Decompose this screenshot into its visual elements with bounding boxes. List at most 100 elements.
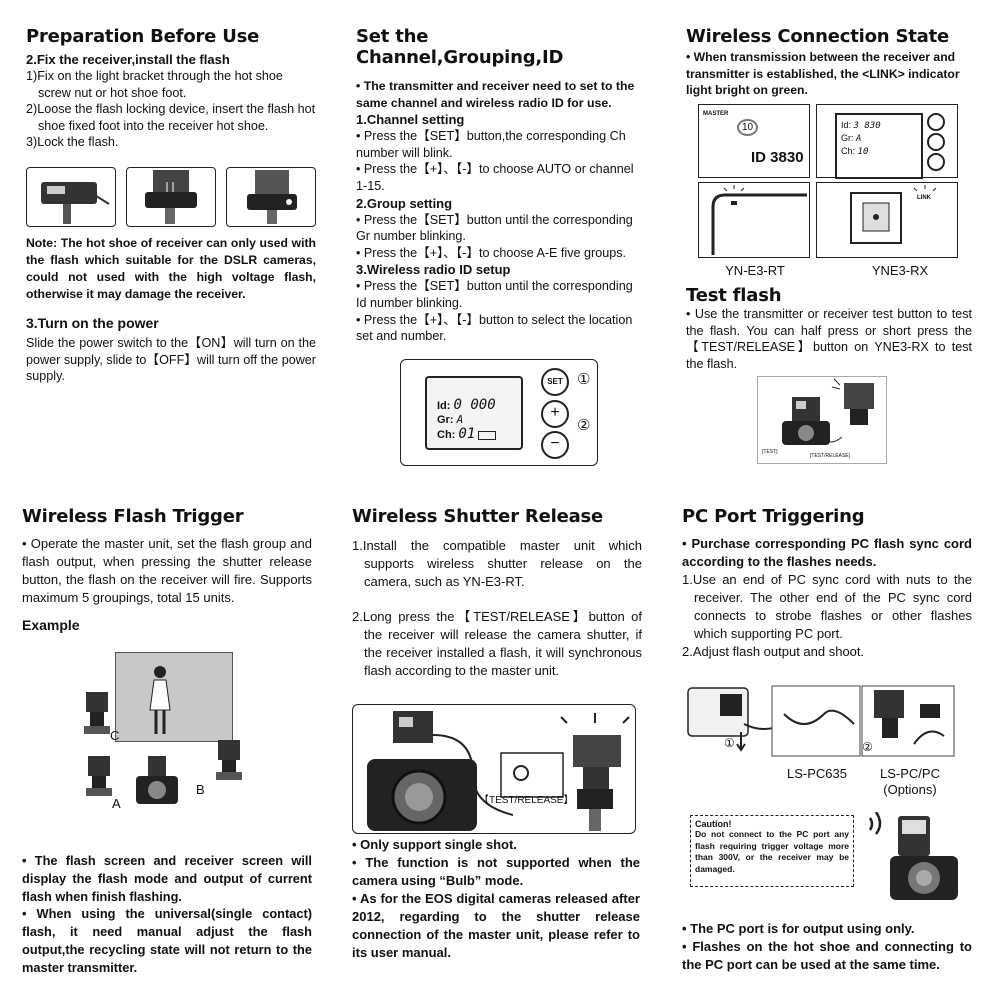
- pc-port-illustration: ① ② LS-PC635 LS-PC/PC (Options): [684, 684, 958, 797]
- test-flash-illustration: [TEST] [TEST/RELEASE]: [757, 376, 887, 464]
- install-illustration-2: [126, 166, 216, 227]
- label-test-release: [TEST/RELEASE]: [810, 453, 851, 459]
- receiver-lcd-illustration: Id: 3 830 Gr: A Ch: 10: [816, 104, 958, 179]
- pc-port-note-2: • Flashes on the hot shoe and connecting…: [682, 939, 972, 972]
- channel-step-2: • Press the【+】、【-】to choose AUTO or chan…: [356, 162, 634, 193]
- panel-wireless-state: Wireless Connection State • When transmi…: [686, 26, 972, 106]
- label-yn-e3-rt: YN-E3-RT: [725, 263, 785, 278]
- caution-title: Caution!: [695, 819, 732, 829]
- lcd-ch-value: 01: [458, 426, 476, 442]
- panel-test-flash: Test flash • Use the transmitter or rece…: [686, 285, 972, 375]
- install-illustrations: [26, 166, 316, 235]
- rx-minus-button[interactable]: [927, 153, 945, 171]
- transmitter-id-display: ID 3830: [751, 149, 804, 166]
- pc-port-step-2: 2.Adjust flash output and shoot.: [682, 644, 865, 659]
- rx-plus-button[interactable]: [927, 133, 945, 151]
- caution-text: Do not connect to the PC port any flash …: [695, 829, 849, 874]
- battery-icon: [478, 430, 497, 440]
- shutter-note-1: • Only support single shot.: [352, 837, 517, 852]
- pc-port-step-1: 1.Use an end of PC sync cord with nuts t…: [682, 572, 972, 641]
- pc-callout-1: ①: [724, 736, 735, 750]
- caution-box: Caution! Do not connect to the PC port a…: [690, 815, 854, 887]
- panel-shutter-release: Wireless Shutter Release 1.Install the c…: [352, 506, 642, 702]
- pc-port-note-1: • The PC port is for output using only.: [682, 921, 915, 936]
- id-setting-title: 3.Wireless radio ID setup: [356, 262, 511, 278]
- install-illustration-1: [26, 166, 116, 227]
- lcd-gr-value: A: [456, 413, 464, 426]
- prep-step-3: 3)Lock the flash.: [26, 135, 119, 150]
- transmitter-lcd-illustration: MASTER 10 ID 3830: [698, 104, 810, 178]
- install-illustration-3: [226, 166, 316, 227]
- rx-gr-label: Gr:: [841, 133, 854, 143]
- label-test: [TEST]: [762, 449, 778, 455]
- section-title-wireless-state: Wireless Connection State: [686, 26, 950, 47]
- label-test-release-button: 【TEST/RELEASE】: [479, 795, 574, 806]
- shutter-notes: • Only support single shot. • The functi…: [352, 836, 640, 976]
- wireless-trigger-text: • Operate the master unit, set the flash…: [22, 536, 312, 605]
- wireless-trigger-note-2: • When using the universal(single contac…: [22, 906, 312, 975]
- shutter-note-2: • The function is not supported when the…: [352, 855, 640, 888]
- pc-callout-2: ②: [862, 740, 873, 754]
- channel-intro: • The transmitter and receiver need to s…: [356, 79, 635, 110]
- shutter-note-3: • As for the EOS digital cameras release…: [352, 891, 640, 960]
- group-setting-title: 2.Group setting: [356, 195, 453, 211]
- receiver-lcd-panel: Id: 0 000 Gr: A Ch: 01 SET + − ① ②: [400, 359, 598, 466]
- lcd-id-value: 0 000: [453, 397, 496, 413]
- section-title-pc-port: PC Port Triggering: [682, 506, 865, 527]
- wireless-trigger-notes: • The flash screen and receiver screen w…: [22, 852, 312, 980]
- minus-button[interactable]: −: [541, 431, 569, 459]
- channel-indicator: 10: [737, 119, 759, 136]
- wireless-state-text: • When transmission between the receiver…: [686, 50, 960, 98]
- section-title-preparation: Preparation Before Use: [26, 26, 260, 47]
- group-step-1: • Press the【SET】button until the corresp…: [356, 212, 633, 244]
- multi-flash-example: C A B: [78, 652, 258, 820]
- callout-2: ②: [577, 417, 591, 434]
- channel-step-1: • Press the【SET】button,the corresponding…: [356, 129, 626, 160]
- set-button[interactable]: SET: [541, 368, 569, 396]
- receiver-link-illustration: LINK: [816, 182, 958, 258]
- label-ls-pc-pc: LS-PC/PC: [880, 766, 940, 781]
- prep-step-1: 1)Fix on the light bracket through the h…: [26, 69, 283, 100]
- plus-button[interactable]: +: [541, 400, 569, 428]
- shutter-release-illustration: 【TEST/RELEASE】: [352, 704, 636, 834]
- section-title-test-flash: Test flash: [686, 285, 782, 306]
- transmitter-link-illustration: [698, 182, 810, 258]
- prep-step-2: 2)Loose the flash locking device, insert…: [26, 102, 316, 133]
- group-step-2: • Press the【+】、【-】to choose A-E five gro…: [356, 245, 627, 260]
- callout-1: ①: [577, 371, 591, 388]
- lcd-screen: Id: 0 000 Gr: A Ch: 01: [425, 376, 523, 450]
- subheading-fix-receiver: 2.Fix the receiver,install the flash: [26, 52, 230, 67]
- panel-pc-port: PC Port Triggering • Purchase correspond…: [682, 506, 972, 676]
- label-yne3-rx: YNE3-RX: [871, 263, 929, 278]
- pc-receiver-illustration: [862, 812, 970, 912]
- panel-channel: Set the Channel,Grouping,ID • The transm…: [356, 26, 640, 471]
- rx-ch-value: 10: [857, 147, 869, 157]
- rx-gr-value: A: [856, 134, 862, 144]
- group-label-a: A: [112, 796, 121, 811]
- panel-wireless-trigger: Wireless Flash Trigger • Operate the mas…: [22, 506, 312, 666]
- link-indicator-label: LINK: [917, 195, 931, 201]
- lcd-ch-label: Ch:: [437, 429, 456, 441]
- group-label-c: C: [110, 728, 120, 743]
- lcd-id-label: Id:: [437, 400, 451, 412]
- rx-id-label: Id:: [841, 120, 852, 130]
- shutter-step-1: 1.Install the compatible master unit whi…: [352, 538, 642, 589]
- master-label: MASTER: [703, 111, 729, 117]
- section-title-wireless-trigger: Wireless Flash Trigger: [22, 506, 244, 527]
- example-heading: Example: [22, 617, 80, 633]
- lcd-gr-label: Gr:: [437, 414, 454, 426]
- pc-port-intro: • Purchase corresponding PC flash sync c…: [682, 536, 972, 569]
- channel-setting-title: 1.Channel setting: [356, 112, 465, 128]
- test-flash-text: • Use the transmitter or receiver test b…: [686, 307, 972, 371]
- id-step-1: • Press the【SET】button until the corresp…: [356, 279, 633, 310]
- section-title-channel: Set the Channel,Grouping,ID: [356, 26, 564, 68]
- id-step-2: • Press the【+】、【-】button to select the l…: [356, 312, 633, 344]
- panel-preparation: Preparation Before Use 2.Fix the receive…: [26, 26, 316, 426]
- pc-port-notes: • The PC port is for output using only. …: [682, 920, 972, 976]
- prep-note: Note: The hot shoe of receiver can only …: [26, 235, 316, 301]
- wireless-trigger-note-1: • The flash screen and receiver screen w…: [22, 853, 312, 904]
- rx-set-button[interactable]: [927, 113, 945, 131]
- group-label-b: B: [196, 782, 205, 797]
- rx-id-value: 3 830: [853, 121, 881, 131]
- shutter-step-2: 2.Long press the【TEST/RELEASE】button of …: [352, 609, 642, 678]
